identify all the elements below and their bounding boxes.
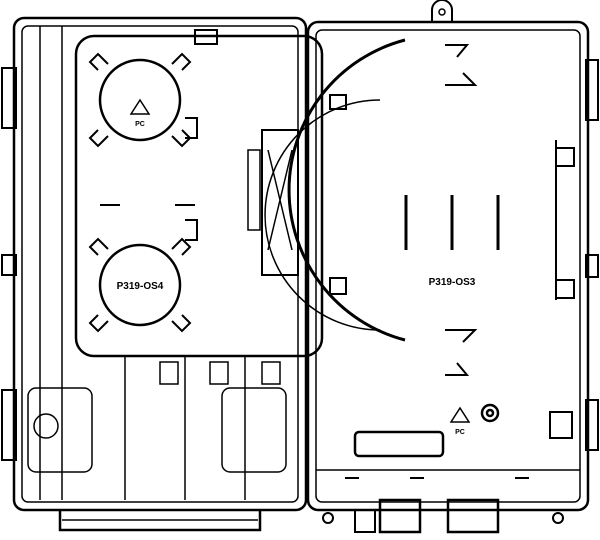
splice-holder (247, 129, 299, 276)
upper-spool (88, 52, 192, 148)
recycle-mark-left: PC (135, 121, 145, 128)
recycle-mark-right: PC (455, 429, 465, 436)
cover (264, 0, 599, 534)
splice-tray (74, 29, 324, 358)
left-tray-label: P319-OS4 (117, 281, 164, 292)
right-cover-label: P319-OS3 (429, 277, 476, 288)
lower-spool (88, 237, 192, 333)
recycle-icon: PC (129, 98, 151, 128)
recycle-icon: PC (449, 406, 471, 436)
base-box (1, 16, 308, 532)
